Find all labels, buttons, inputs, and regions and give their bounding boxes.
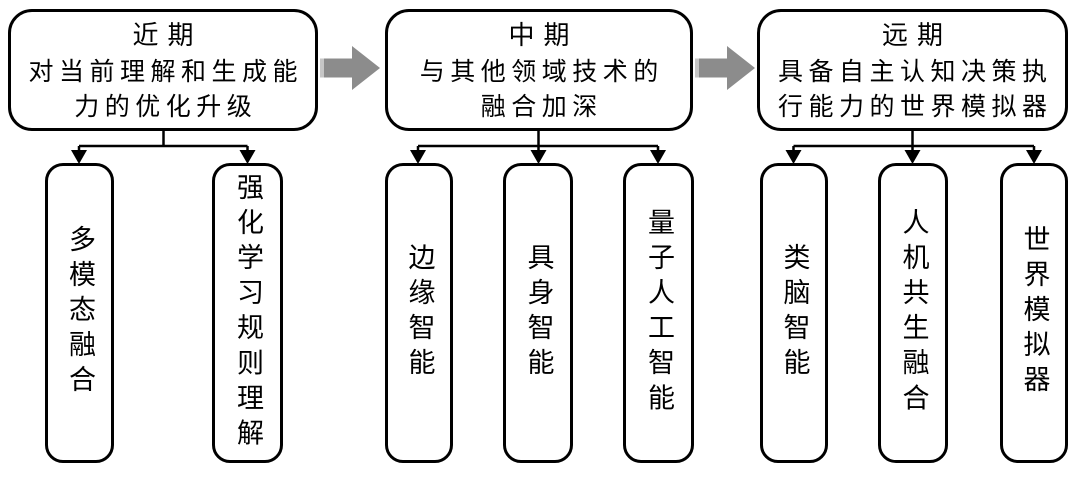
connector-arrowhead-icon (239, 150, 256, 164)
stage-title: 远期 (881, 21, 953, 51)
stage-box-mid-term: 中期 与其他领域技术的 融合加深 (385, 9, 693, 131)
right-block-arrow-icon (320, 46, 380, 90)
arrow-tail-highlight (320, 58, 324, 78)
stage-desc-line: 对当前理解和生成能 (28, 57, 303, 86)
stage-title: 近期 (132, 21, 203, 51)
connector-tree (792, 129, 1036, 151)
tech-box-rl-rule-understanding: 强化学习规则理解 (212, 163, 283, 463)
tech-label: 类脑智能 (778, 242, 810, 384)
tech-label: 多模态融合 (64, 225, 95, 401)
tech-label: 世界模拟器 (1018, 225, 1050, 401)
right-block-arrow-icon (695, 46, 755, 90)
tech-box-human-machine-symbiosis: 人机共生融合 (878, 163, 948, 463)
tech-label: 强化学习规则理解 (232, 172, 263, 454)
stage-box-near-term: 近期 对当前理解和生成能 力的优化升级 (8, 9, 318, 131)
tech-box-brain-inspired-intelligence: 类脑智能 (760, 163, 828, 463)
stage-title: 中期 (508, 21, 579, 51)
arrow-tail-highlight (695, 58, 699, 78)
tech-box-edge-intelligence: 边缘智能 (385, 163, 453, 463)
connector-arrowhead-icon (785, 150, 802, 164)
tech-label: 人机共生融合 (897, 207, 929, 419)
connector-arrowhead-icon (71, 150, 87, 164)
connector-tree (77, 129, 249, 151)
stage-desc-line: 与其他领域技术的 (419, 57, 664, 86)
stage-desc-line: 力的优化升级 (74, 92, 258, 121)
tech-box-multimodal-fusion: 多模态融合 (45, 163, 114, 463)
stage-desc-line: 具备自主认知决策执 (777, 57, 1053, 86)
tech-box-quantum-ai: 量子人工智能 (623, 163, 694, 463)
connector-arrowhead-icon (904, 150, 921, 164)
stage-desc-line: 融合加深 (480, 92, 603, 121)
tech-box-world-simulator: 世界模拟器 (1000, 163, 1068, 463)
tech-label: 边缘智能 (403, 242, 435, 384)
tech-box-embodied-intelligence: 具身智能 (503, 163, 573, 463)
stage-box-long-term: 远期 具备自主认知决策执 行能力的世界模拟器 (757, 9, 1068, 131)
stage-desc-line: 行能力的世界模拟器 (777, 92, 1053, 121)
connector-arrowhead-icon (650, 150, 666, 164)
connector-tree (416, 129, 660, 151)
tech-label: 具身智能 (522, 242, 554, 384)
connector-arrowhead-icon (410, 150, 426, 164)
connector-arrowhead-icon (530, 150, 547, 164)
connector-arrowhead-icon (1026, 150, 1042, 164)
tech-label: 量子人工智能 (643, 207, 674, 419)
